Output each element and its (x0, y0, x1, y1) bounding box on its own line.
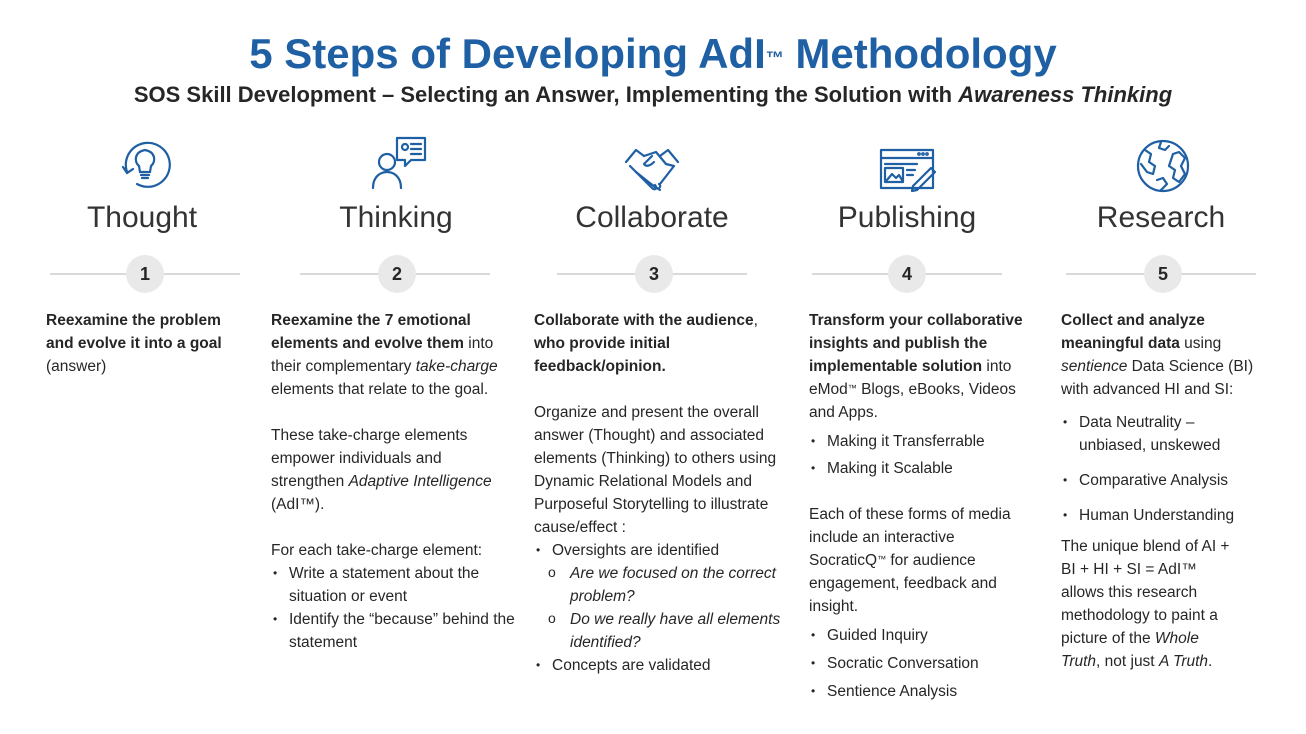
list-item: Identify the “because” behind the statem… (271, 608, 516, 654)
list-item: Guided Inquiry (809, 624, 1034, 647)
list-item: Are we focused on the correct problem? (534, 561, 784, 608)
step-4-name: Publishing (837, 201, 977, 234)
list-item: Write a statement about the situation or… (271, 562, 516, 608)
step-5-number: 5 (1144, 255, 1182, 293)
list-item: Human Understanding (1061, 504, 1276, 527)
list-item: Sentience Analysis (809, 680, 1034, 703)
step-4-number: 4 (888, 255, 926, 293)
page-title: 5 Steps of Developing AdI™ Methodology (249, 30, 1057, 77)
step-2-description: Reexamine the 7 emotional elements and e… (271, 309, 516, 654)
globe-icon (1133, 136, 1193, 196)
step-3-description: Collaborate with the audience, who provi… (534, 309, 784, 677)
step-1-description: Reexamine the problem and evolve it into… (46, 312, 222, 375)
step-2-number: 2 (378, 255, 416, 293)
list-item: Making it Transferrable (809, 430, 1034, 453)
list-item: Data Neutrality – unbiased, unskewed (1061, 411, 1276, 457)
list-item: Concepts are validated (534, 654, 784, 677)
lightbulb-cycle-icon (115, 134, 175, 194)
web-publishing-icon (877, 140, 937, 200)
step-3-name: Collaborate (575, 201, 729, 234)
person-presentation-icon (367, 132, 427, 192)
step-3-number: 3 (635, 255, 673, 293)
list-item: Do we really have all elements identifie… (534, 607, 784, 654)
list-item: Comparative Analysis (1061, 469, 1276, 492)
step-5-name: Research (1096, 201, 1226, 234)
step-4-description: Transform your collaborative insights an… (809, 309, 1034, 703)
step-1-name: Thought (86, 201, 198, 234)
step-1-number: 1 (126, 255, 164, 293)
handshake-icon (622, 138, 682, 198)
list-item: Socratic Conversation (809, 652, 1034, 675)
list-item: Making it Scalable (809, 457, 1034, 480)
step-5-description: Collect and analyze meaningful data usin… (1061, 309, 1276, 673)
step-2-name: Thinking (339, 201, 453, 234)
list-item: Oversights are identified (534, 539, 784, 562)
page-subtitle: SOS Skill Development – Selecting an Ans… (133, 82, 1173, 107)
